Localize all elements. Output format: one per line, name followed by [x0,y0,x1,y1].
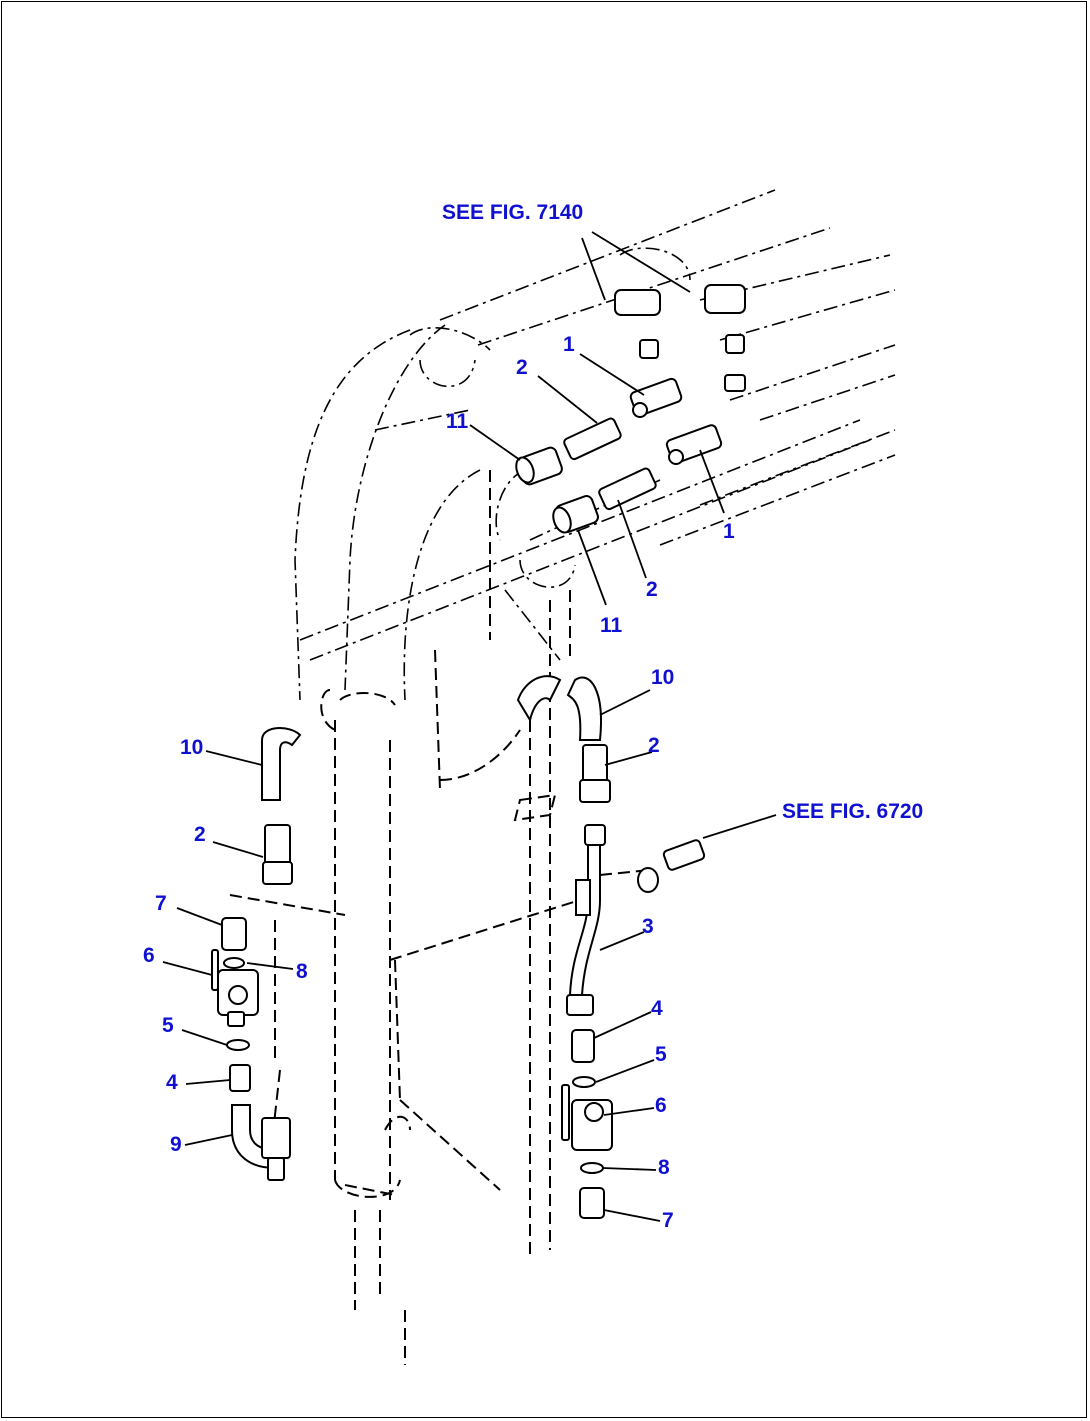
callout-8: 8 [658,1156,670,1179]
callout-labels: SEE FIG. 7140 SEE FIG. 6720 1 1 2 2 2 2 … [143,201,923,1232]
callout-4: 4 [166,1071,178,1094]
callout-7: 7 [155,892,167,915]
callout-9: 9 [170,1133,182,1156]
right-assembly [561,744,706,1219]
callout-1: 1 [563,333,575,356]
callout-7: 7 [662,1209,674,1232]
hoses [261,675,602,801]
callout-6: 6 [143,944,155,967]
callout-3: 3 [642,915,654,938]
callout-2: 2 [516,356,528,379]
callout-5: 5 [655,1043,667,1066]
fig-7140-reference[interactable]: SEE FIG. 7140 [442,201,583,224]
upper-fittings [515,284,746,534]
leader-lines [162,231,777,1222]
callout-11: 11 [600,614,623,637]
callout-4: 4 [651,997,663,1020]
callout-6: 6 [655,1094,667,1117]
boom-outline [294,189,896,701]
callout-11: 11 [446,410,469,433]
arm-outline [229,470,651,1365]
callout-2: 2 [648,734,660,757]
callout-8: 8 [296,960,308,983]
fig-6720-reference[interactable]: SEE FIG. 6720 [782,800,923,823]
callout-2: 2 [646,578,658,601]
left-assembly [211,824,293,1181]
callout-10: 10 [651,666,674,689]
callout-1: 1 [723,520,735,543]
callout-10: 10 [180,736,203,759]
callout-2: 2 [194,823,206,846]
callout-5: 5 [162,1014,174,1037]
